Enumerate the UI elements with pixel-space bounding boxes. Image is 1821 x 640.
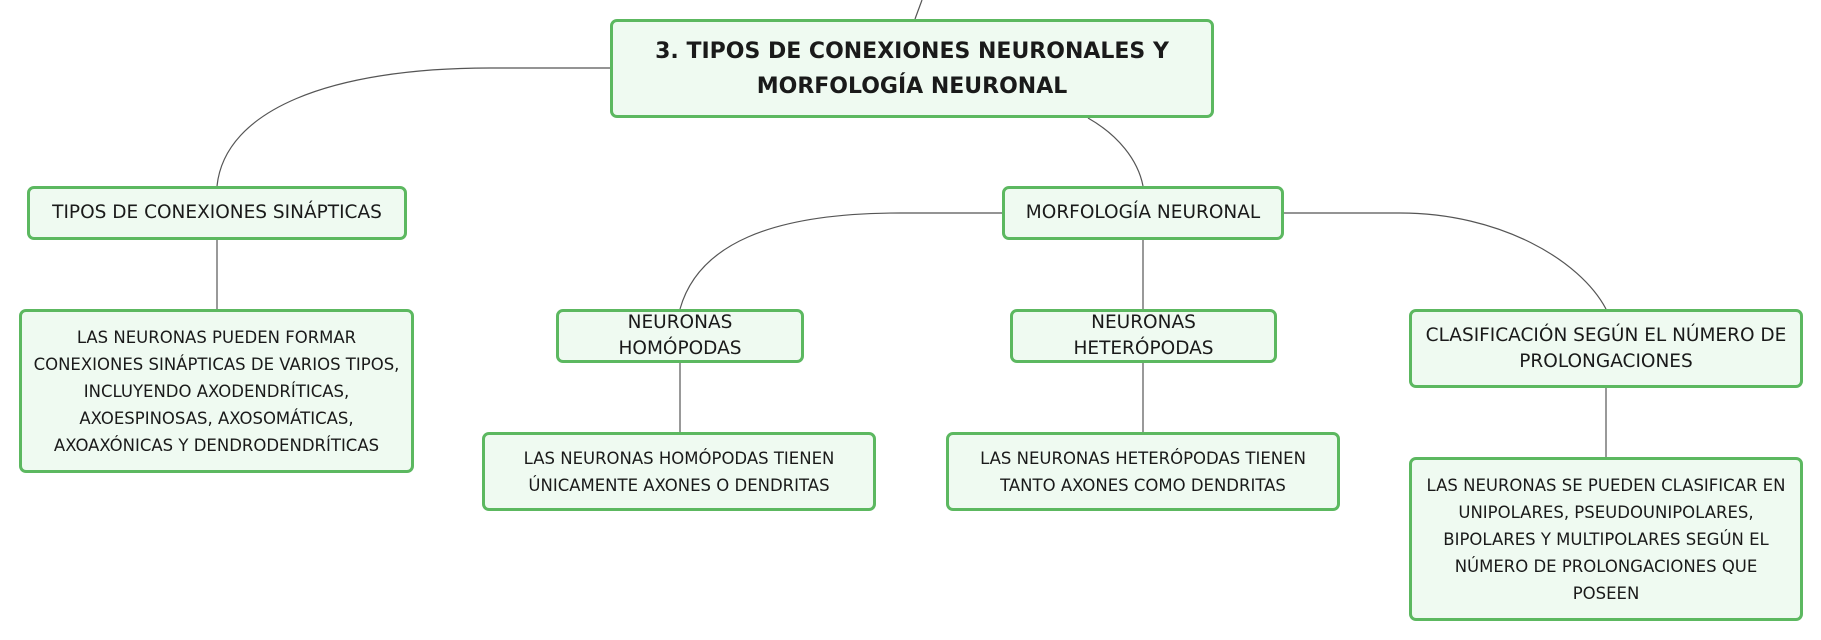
connector-morfologia-to-clasificacion — [1284, 212, 1607, 310]
topic-neuronas-homopodas[interactable]: NEURONAS HOMÓPODAS — [556, 309, 804, 363]
subtopic-homopodas-detail[interactable]: LAS NEURONAS HOMÓPODAS TIENEN ÚNICAMENTE… — [482, 432, 876, 511]
topic-clasificacion-prolongaciones[interactable]: CLASIFICACIÓN SEGÚN EL NÚMERO DE PROLONG… — [1409, 309, 1803, 388]
topic-tipos-conexiones[interactable]: TIPOS DE CONEXIONES SINÁPTICAS — [27, 186, 407, 240]
subtopic-tipos-conexiones-detail[interactable]: LAS NEURONAS PUEDEN FORMAR CONEXIONES SI… — [19, 309, 414, 473]
root-topic[interactable]: 3. TIPOS DE CONEXIONES NEURONALES Y MORF… — [610, 19, 1214, 118]
subtopic-clasificacion-detail[interactable]: LAS NEURONAS SE PUEDEN CLASIFICAR EN UNI… — [1409, 457, 1803, 621]
root-topic-line-2: MORFOLOGÍA NEURONAL — [756, 73, 1068, 99]
subtopic-tipos-conexiones-detail-text: LAS NEURONAS PUEDEN FORMAR CONEXIONES SI… — [33, 327, 400, 455]
connector-root-to-tipos — [216, 67, 610, 187]
connector-root-to-morfologia — [1087, 117, 1144, 187]
topic-neuronas-heteropodas[interactable]: NEURONAS HETERÓPODAS — [1010, 309, 1277, 363]
topic-tipos-conexiones-label: TIPOS DE CONEXIONES SINÁPTICAS — [52, 202, 382, 223]
topic-neuronas-heteropodas-label: NEURONAS HETERÓPODAS — [1073, 312, 1214, 359]
topic-neuronas-homopodas-label: NEURONAS HOMÓPODAS — [618, 312, 742, 359]
topic-morfologia-neuronal[interactable]: MORFOLOGÍA NEURONAL — [1002, 186, 1284, 240]
subtopic-heteropodas-detail-text: LAS NEURONAS HETERÓPODAS TIENEN TANTO AX… — [980, 448, 1306, 495]
topic-morfologia-neuronal-label: MORFOLOGÍA NEURONAL — [1025, 202, 1261, 223]
subtopic-homopodas-detail-text: LAS NEURONAS HOMÓPODAS TIENEN ÚNICAMENTE… — [523, 448, 835, 495]
root-topic-line-1: 3. TIPOS DE CONEXIONES NEURONALES Y — [655, 38, 1169, 64]
connector-morfologia-to-homopodas — [679, 212, 1002, 310]
topic-clasificacion-prolongaciones-label: CLASIFICACIÓN SEGÚN EL NÚMERO DE PROLONG… — [1425, 324, 1787, 372]
connector-parent-to-root — [914, 0, 923, 20]
subtopic-heteropodas-detail[interactable]: LAS NEURONAS HETERÓPODAS TIENEN TANTO AX… — [946, 432, 1340, 511]
subtopic-clasificacion-detail-text: LAS NEURONAS SE PUEDEN CLASIFICAR EN UNI… — [1426, 475, 1786, 603]
